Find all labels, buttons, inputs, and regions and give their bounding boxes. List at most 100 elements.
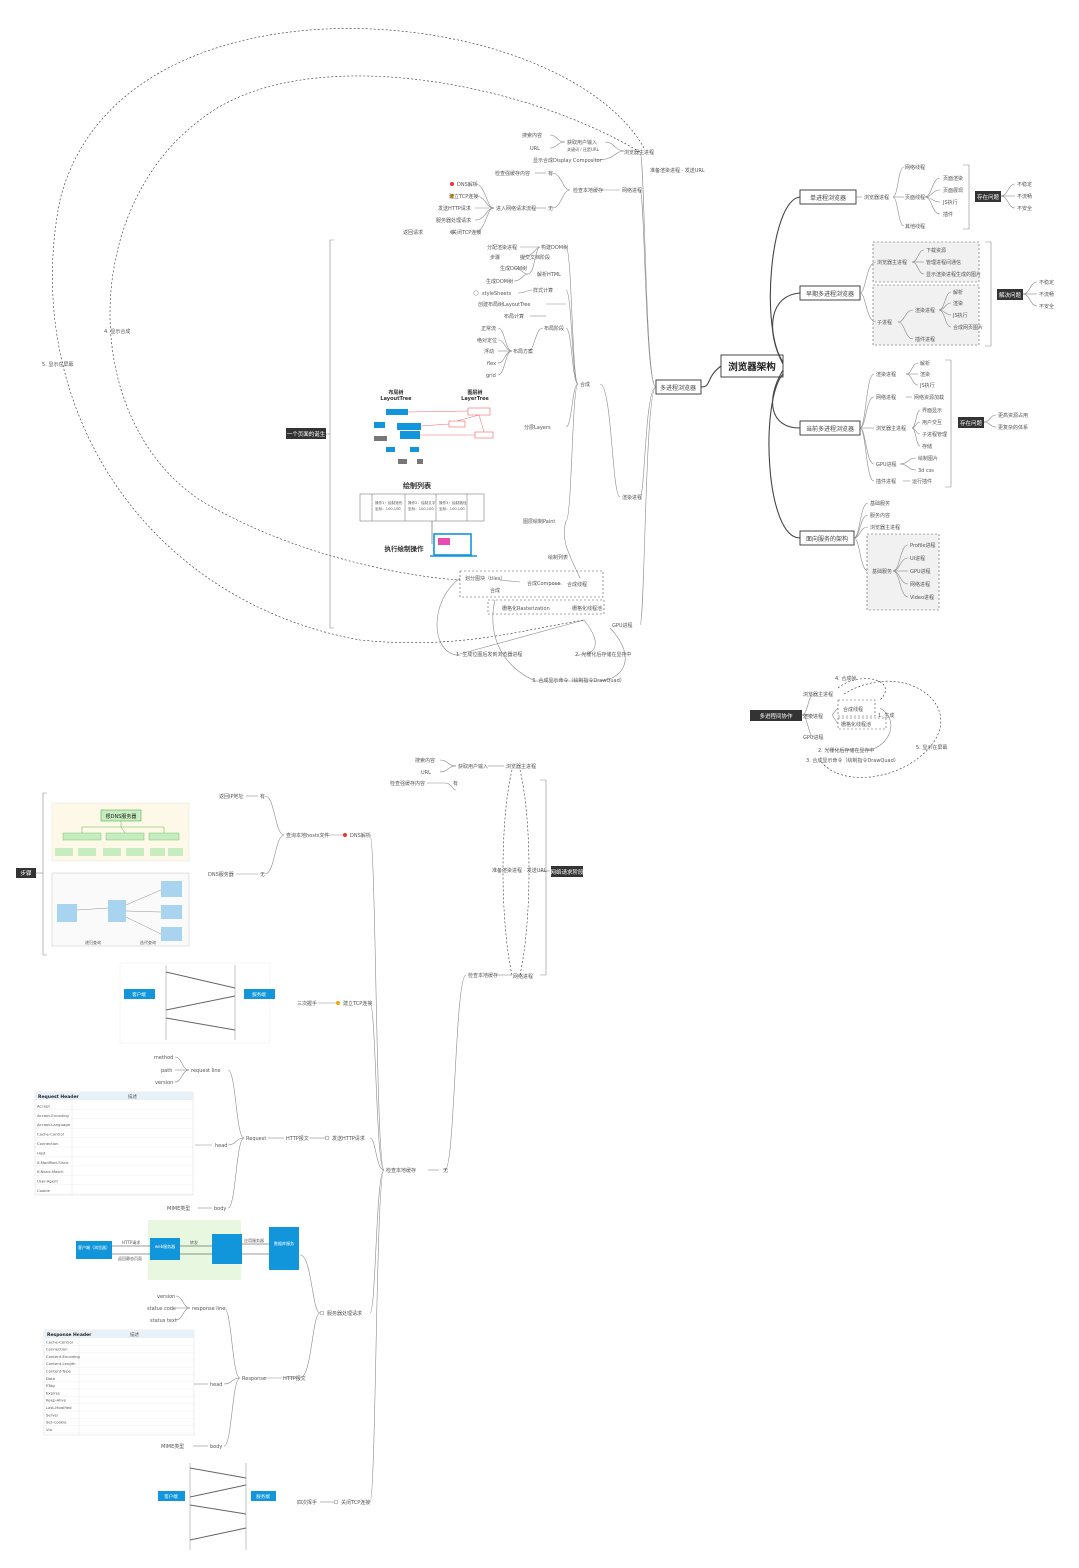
svg-text:1. 生成: 1. 生成 [878, 712, 894, 719]
svg-text:path: path [161, 1068, 172, 1074]
multi-css-item: styleSheets [482, 291, 511, 297]
multi-net-step: 关闭TCP连接 [452, 229, 481, 236]
multi-layout-item: flex [487, 361, 496, 367]
dns-steps-tag[interactable]: 步骤 [16, 868, 36, 878]
table-row: Via [46, 1427, 52, 1432]
svg-text:客户端: 客户端 [164, 1493, 178, 1500]
multi-tile-node: 划分图块（tiles） [465, 575, 505, 582]
branch-single[interactable]: 单进程浏览器 [799, 189, 857, 205]
early-solve-tag[interactable]: 解决问题 [997, 289, 1023, 300]
multi-layout-item: 浮动 [484, 348, 494, 355]
response-header-table: Response Header 描述 Cache-ControlConnecti… [43, 1329, 195, 1436]
svg-text:存在问题: 存在问题 [977, 193, 1000, 201]
multi-net-step: 发送HTTP请求 [438, 205, 471, 212]
early-browser-node: 浏览器主进程 [877, 259, 907, 266]
single-problem-item: 不安全 [1017, 205, 1032, 212]
tcp-wave-image: 客户端 服务端 [158, 1463, 276, 1550]
svg-text:version: version [155, 1080, 173, 1086]
multi-input-note: 关键词 / 还是URL [567, 146, 600, 152]
step-marker-2 [450, 194, 454, 198]
service-basic-item: GPU进程 [910, 568, 931, 575]
loop-arrow-1 [436, 577, 585, 656]
svg-text:解决问题: 解决问题 [999, 291, 1022, 299]
single-page-item: JS执行 [942, 199, 958, 206]
multi-dom-item: 生成DOM树 [500, 265, 527, 272]
early-solve-item: 不安全 [1039, 303, 1054, 310]
svg-text:客户端（浏览器）: 客户端（浏览器） [78, 1244, 110, 1250]
table-row: If-None-Match [37, 1169, 64, 1174]
raster-group [487, 599, 605, 615]
service-basic-item: 网络进程 [910, 581, 930, 588]
early-render-node: 渲染进程 [915, 307, 935, 314]
pipeline-title-tag[interactable]: 一个页面的诞生 [286, 428, 326, 439]
single-main-node: 浏览器进程 [864, 194, 889, 201]
svg-text:渲染进程: 渲染进程 [803, 713, 823, 720]
multi-compose-thread: 合成线程 [567, 581, 587, 588]
early-browser-group [872, 241, 980, 283]
multi-dom-item: 生成DOM树 [486, 278, 513, 285]
branch-service[interactable]: 面向服务的架构 [799, 530, 855, 546]
multi-display-node: 显示合成Display Compositor [533, 157, 603, 164]
svg-text:有: 有 [260, 793, 265, 800]
current-problem-tag[interactable]: 存在问题 [958, 417, 984, 428]
early-render-item: 合成网页图片 [953, 324, 983, 331]
svg-text:迭代查询: 迭代查询 [140, 939, 156, 945]
table-row: Content-Length [46, 1361, 76, 1366]
pipeline-bracket [329, 239, 334, 629]
single-other-node: 其他线程 [905, 223, 925, 230]
svg-text:MIME类型: MIME类型 [161, 1443, 184, 1450]
svg-text:操作1：绘制矩形: 操作1：绘制矩形 [375, 500, 403, 505]
multi-main-item: URL [530, 146, 540, 152]
current-problem-item: 更复杂的体系 [998, 424, 1028, 431]
multi-layout-item: 正常流 [481, 325, 496, 332]
table-row: Cache-Control [37, 1132, 64, 1137]
branch-current-label: 当前多进程浏览器 [806, 425, 854, 433]
table-row: Keep-Alive [46, 1398, 67, 1403]
table-row: Host [37, 1150, 46, 1155]
svg-text:version: version [157, 1294, 175, 1300]
early-solve-item: 不稳定 [1039, 279, 1054, 286]
edge-root-early [772, 292, 801, 365]
loop-arrow-2 [576, 619, 596, 656]
svg-text:根DNS服务器: 根DNS服务器 [106, 813, 137, 820]
multi-stage-style: 样式计算 [533, 287, 553, 294]
net-server: 服务器处理请求 [327, 1310, 362, 1317]
multi-main-item: 搜索内容 [522, 132, 542, 139]
root-node[interactable]: 浏览器架构 [720, 354, 784, 378]
branch-current[interactable]: 当前多进程浏览器 [799, 420, 861, 436]
paint-list-figure: 绘制列表 操作1：绘制矩形 坐标：100,100 操作2：绘制文字 坐标：100… [359, 481, 485, 557]
table-row: Content-Encoding [46, 1354, 81, 1359]
net-stage-tag[interactable]: 网络请求阶段 [550, 866, 584, 877]
svg-text:绘制列表: 绘制列表 [403, 481, 432, 490]
multi-net-step: 返回请求 [403, 229, 423, 236]
multi-layout-item: 绝对定位 [477, 337, 497, 344]
net-tcp: 建立TCP连接 [343, 1000, 372, 1007]
net-http-proto: HTTP报文 [286, 1135, 309, 1142]
multi-net-step: DNS解析 [457, 181, 478, 188]
svg-text:递归查询: 递归查询 [85, 939, 101, 945]
service-basic-item: UI进程 [910, 555, 925, 562]
side-loop-tag[interactable]: 多进程间协作 [750, 710, 802, 721]
net-enter: 检查本地缓存 [386, 1167, 416, 1174]
multi-dom-item: 分配渲染进程 [487, 244, 517, 251]
current-browser-item: 存储 [922, 443, 932, 450]
early-child-group [872, 284, 980, 346]
svg-text:图层树: 图层树 [467, 389, 482, 396]
multi-css-item: 创建布局树LayoutTree [478, 301, 530, 308]
svg-text:执行绘制操作: 执行绘制操作 [385, 544, 425, 553]
net-req-body: body [214, 1206, 226, 1212]
svg-text:应用服务器: 应用服务器 [244, 1237, 264, 1243]
svg-text:4. 合成帧: 4. 合成帧 [835, 675, 856, 682]
net-dns-cache: 查询本地hosts文件 [286, 832, 329, 839]
service-basic-item: Profile进程 [910, 542, 936, 549]
single-problem-tag[interactable]: 存在问题 [975, 191, 1001, 202]
single-network-node: 网络线程 [905, 164, 925, 171]
step-marker-1 [450, 182, 454, 186]
svg-text:HTTP请求: HTTP请求 [122, 1239, 140, 1245]
svg-text:操作2：绘制文字: 操作2：绘制文字 [408, 500, 436, 505]
early-render-item: 解析 [953, 289, 963, 296]
branch-multi[interactable]: 多进程浏览器 [655, 379, 702, 395]
branch-early[interactable]: 早期多进程浏览器 [799, 285, 861, 301]
root-title: 浏览器架构 [728, 361, 776, 373]
